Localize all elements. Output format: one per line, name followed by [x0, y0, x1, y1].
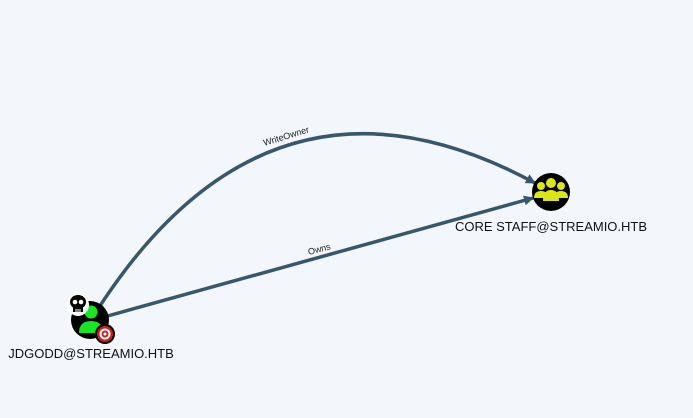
edge-writeowner-line[interactable] [94, 132, 536, 313]
node-group[interactable]: CORE STAFF@STREAMIO.HTB [455, 173, 647, 234]
group-icon [534, 178, 568, 201]
edge-owns-line[interactable] [103, 195, 534, 319]
node-group-label: CORE STAFF@STREAMIO.HTB [455, 219, 647, 234]
edge-owns[interactable]: Owns [103, 195, 534, 319]
skull-icon [67, 294, 89, 316]
node-user[interactable]: JDGODD@STREAMIO.HTB [8, 294, 174, 361]
target-icon [95, 324, 115, 344]
node-user-label: JDGODD@STREAMIO.HTB [8, 346, 174, 361]
